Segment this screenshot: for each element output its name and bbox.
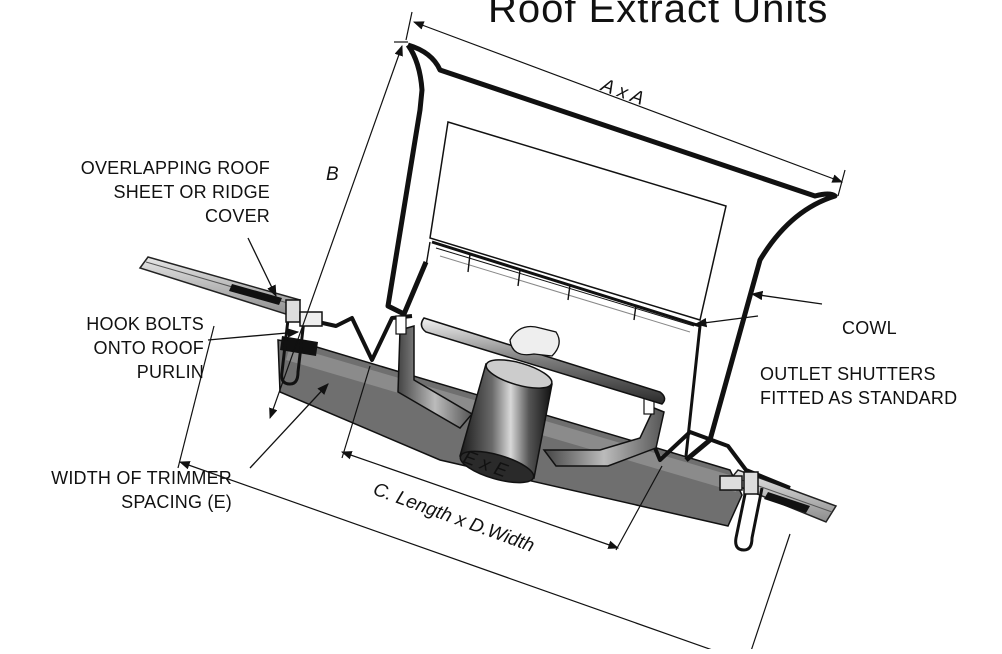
dimension-lines — [177, 11, 846, 654]
dim-a-label: A x A — [597, 75, 646, 110]
label-line: HOOK BOLTS — [86, 314, 204, 334]
label-line: PURLIN — [136, 362, 204, 382]
label-trimmer-spacing: WIDTH OF TRIMMER SPACING (E) — [8, 466, 232, 514]
dim-b-label: B — [326, 164, 339, 185]
cowl-leader — [750, 290, 823, 305]
label-line: FITTED AS STANDARD — [760, 388, 958, 408]
label-line: SPACING (E) — [121, 492, 232, 512]
label-line: SHEET OR RIDGE — [113, 182, 270, 202]
label-line: OVERLAPPING ROOF — [80, 158, 270, 178]
label-cowl: COWL — [842, 318, 897, 338]
shutters-leader — [694, 315, 759, 328]
label-line: ONTO ROOF — [93, 338, 204, 358]
roof-sheet-left — [138, 256, 302, 317]
label-outlet-shutters: OUTLET SHUTTERS FITTED AS STANDARD — [760, 362, 996, 410]
dim-e-line — [340, 451, 620, 549]
label-line: WIDTH OF TRIMMER — [51, 468, 232, 488]
label-overlapping-roof-sheet: OVERLAPPING ROOF SHEET OR RIDGE COVER — [70, 156, 270, 228]
label-line: OUTLET SHUTTERS — [760, 364, 936, 384]
dim-a-line — [412, 21, 844, 183]
dim-cd-line — [178, 461, 754, 654]
dim-b-line — [269, 44, 403, 420]
label-hook-bolts: HOOK BOLTS ONTO ROOF PURLIN — [20, 312, 204, 384]
fan-blade — [420, 317, 666, 405]
label-line: COVER — [204, 206, 270, 226]
page-title: Roof Extract Units — [488, 0, 829, 31]
